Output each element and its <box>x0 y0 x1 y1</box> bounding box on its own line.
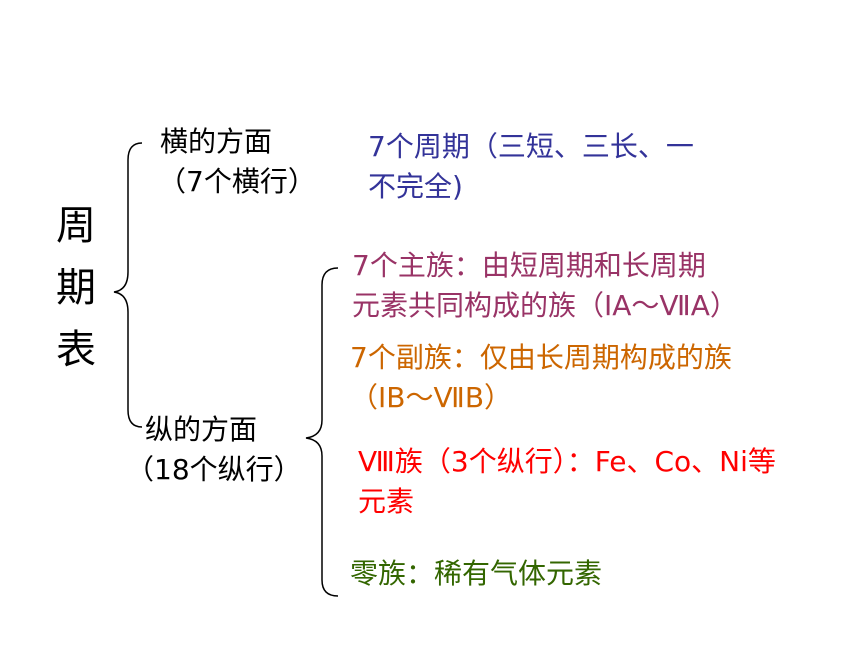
vertical-heading: 纵的方面 <box>145 413 258 446</box>
group-eight-line2: 元素 <box>358 485 415 518</box>
main-brace <box>113 142 143 428</box>
horizontal-detail-line1: 7个周期（三短、三长、一 <box>368 130 694 163</box>
group-eight-line1: Ⅷ族（3个纵行）：Fe、Co、Ni等 <box>358 445 776 478</box>
sub-group-line2: （ⅠB～ⅦB） <box>350 381 513 414</box>
title-char-1: 周 <box>56 203 96 249</box>
horizontal-heading: 横的方面 <box>160 125 273 158</box>
vertical-brace <box>305 267 339 597</box>
zero-group-line1: 零族：稀有气体元素 <box>350 557 603 590</box>
main-group-line1: 7个主族：由短周期和长周期 <box>352 249 706 282</box>
main-group-line2: 元素共同构成的族（ⅠA～ⅦA） <box>352 289 738 322</box>
horizontal-sub: （7个横行） <box>158 165 316 198</box>
horizontal-detail-line2: 不完全) <box>368 170 463 203</box>
title-char-2: 期 <box>56 265 96 311</box>
vertical-sub: （18个纵行） <box>126 453 302 486</box>
title-char-3: 表 <box>56 327 96 373</box>
sub-group-line1: 7个副族：仅由长周期构成的族 <box>350 341 732 374</box>
